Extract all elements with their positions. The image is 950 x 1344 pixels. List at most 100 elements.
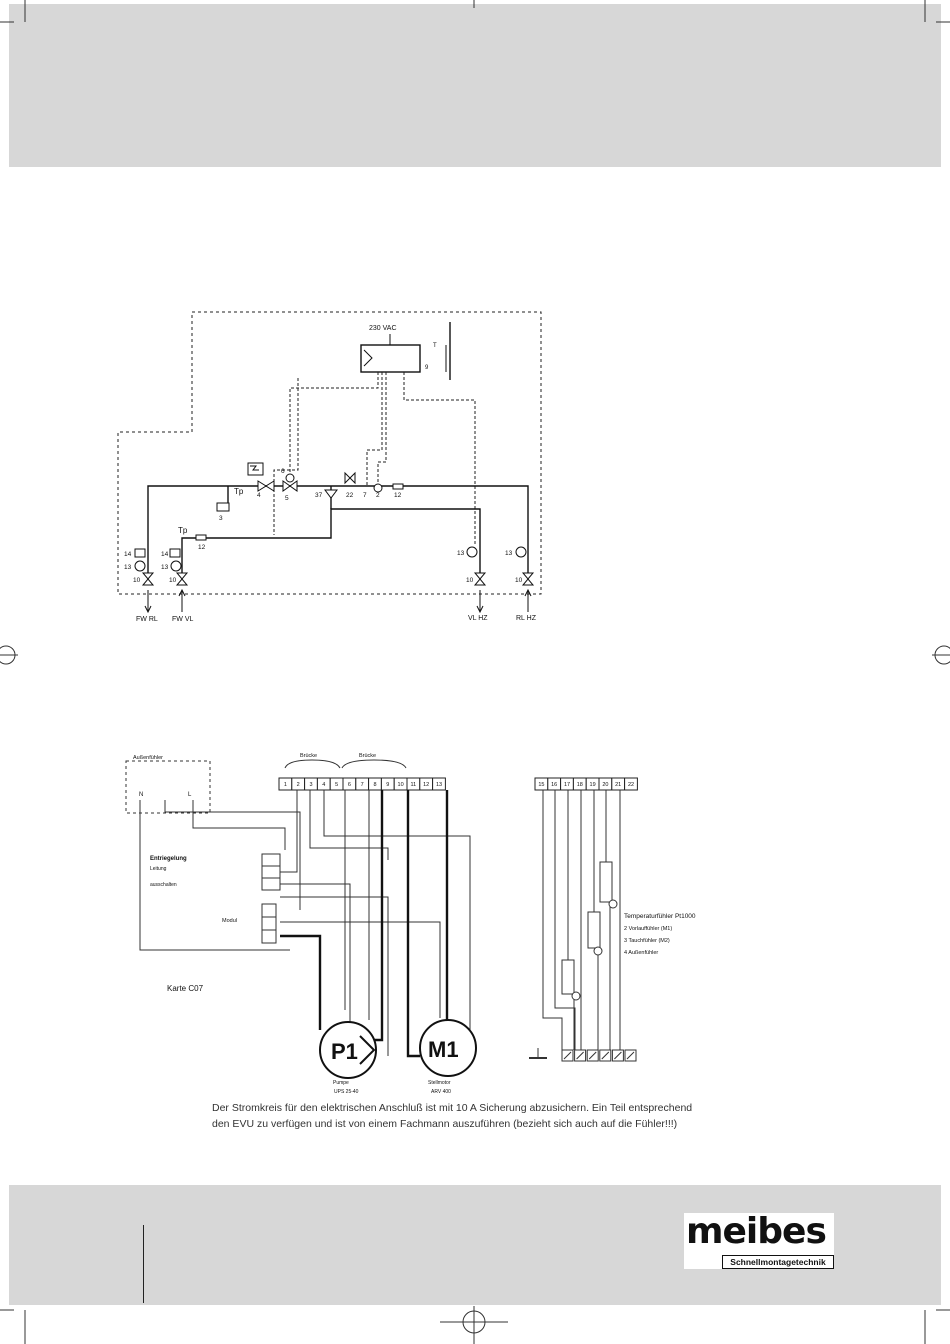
- port-labels: FW RL FW VL VL HZ RL HZ: [136, 615, 537, 623]
- terminal-number: 20: [602, 782, 608, 788]
- terminal-number: 10: [398, 782, 404, 788]
- tp-label-1: Tp: [234, 487, 244, 496]
- terminal-number: 7: [361, 782, 364, 788]
- network-l-label: L: [188, 792, 192, 798]
- outdoor-sensor-title: Außenfühler: [133, 755, 163, 761]
- bridge-label-1: Brücke: [300, 753, 317, 759]
- supply-voltage-label: 230 VAC: [369, 325, 397, 332]
- wiring-lines: [139, 790, 471, 1056]
- control-wires: [273, 372, 476, 545]
- terminal-number: 1: [284, 782, 287, 788]
- footer-divider: [143, 1225, 144, 1303]
- motor-model: ARV 400: [431, 1089, 451, 1095]
- sensor-wiring: [529, 790, 621, 1059]
- safety-note: Der Stromkreis für den elektrischen Ansc…: [212, 1100, 712, 1132]
- terminal-number: 5: [335, 782, 338, 788]
- port-vl-hz: VL HZ: [468, 615, 488, 622]
- terminal-number: 19: [590, 782, 596, 788]
- connect-blocks: [261, 853, 281, 944]
- label-2: 2: [376, 492, 380, 499]
- sensor-title: Temperaturfühler Pt1000: [624, 913, 696, 920]
- label-6: 6: [281, 468, 285, 475]
- pump-caption: Pumpe: [333, 1080, 349, 1086]
- hydraulic-diagram: 230 VAC 9 T: [117, 311, 542, 623]
- outdoor-sensor-box: [125, 760, 211, 814]
- screw-slot: [601, 1051, 610, 1060]
- logo-tagline: Schnellmontagetechnik: [722, 1255, 834, 1269]
- tp-label-2: Tp: [178, 526, 188, 535]
- port-fw-rl: FW RL: [136, 616, 158, 623]
- terminal-number: 15: [538, 782, 544, 788]
- label-3: 3: [219, 515, 223, 522]
- terminal-number: 16: [551, 782, 557, 788]
- terminal-number: 18: [577, 782, 583, 788]
- meibes-logo: meibes Schnellmontagetechnik: [684, 1211, 834, 1269]
- header-band: [9, 4, 941, 167]
- label-13b: 13: [161, 564, 169, 571]
- pipes: [147, 485, 529, 578]
- pump-label: P1: [331, 1039, 358, 1064]
- heavy-wires: [280, 790, 449, 1058]
- label-13c: 13: [457, 550, 465, 557]
- sensor-line-1: 2 Vorlauffühler (M1): [624, 926, 672, 932]
- label-12a: 12: [394, 492, 402, 499]
- label-5: 5: [285, 495, 289, 502]
- label-7: 7: [363, 492, 367, 499]
- component-numbers: 4 5 6 37 22 7 2 12 3 12 14 13 10 14 13 1…: [124, 468, 523, 584]
- label-12b: 12: [198, 544, 206, 551]
- port-fw-vl: FW VL: [172, 616, 193, 623]
- logo-wordmark: meibes: [686, 1211, 827, 1252]
- label-4: 4: [257, 492, 261, 499]
- controller-box: [360, 344, 421, 373]
- motor-label: M1: [428, 1037, 459, 1062]
- terminal-number: 6: [348, 782, 351, 788]
- label-10b: 10: [169, 577, 177, 584]
- label-10c: 10: [466, 577, 474, 584]
- card-label: Karte C07: [167, 984, 204, 993]
- label-14a: 14: [124, 551, 132, 558]
- sensor-line-3: 4 Außenfühler: [624, 950, 658, 956]
- terminal-number: 8: [373, 782, 376, 788]
- screw-slot: [626, 1051, 635, 1060]
- label-10d: 10: [515, 577, 523, 584]
- network-n-label: N: [139, 792, 143, 798]
- connect-title: Entriegelung: [150, 856, 187, 862]
- motor-caption: Stellmotor: [428, 1080, 451, 1086]
- connect-sub-1: Leitung: [150, 866, 167, 872]
- terminal-number: 3: [309, 782, 312, 788]
- screw-slot: [563, 1051, 572, 1060]
- label-9: 9: [425, 365, 429, 371]
- terminal-number: 21: [615, 782, 621, 788]
- motor-symbol: [419, 1019, 477, 1077]
- pump-model: UPS 25-40: [334, 1089, 359, 1095]
- screw-slot: [614, 1051, 622, 1060]
- label-13a: 13: [124, 564, 132, 571]
- connect-sub-2: ausschalten: [150, 882, 177, 888]
- module-label: Modul: [222, 918, 237, 924]
- pump-symbol: [319, 1021, 377, 1079]
- terminal-cell: [624, 777, 638, 791]
- terminal-number: 9: [386, 782, 389, 788]
- terminal-number: 13: [436, 782, 442, 788]
- note-line-1: Der Stromkreis für den elektrischen Ansc…: [212, 1102, 693, 1114]
- terminal-number: 4: [322, 782, 325, 788]
- bridge-label-2: Brücke: [359, 753, 376, 759]
- label-13d: 13: [505, 550, 513, 557]
- note-line-2: den EVU zu verfügen und ist von einem Fa…: [212, 1118, 678, 1130]
- label-22: 22: [346, 492, 354, 499]
- label-37: 37: [315, 492, 323, 499]
- screw-slot: [576, 1051, 584, 1060]
- terminal-number: 12: [423, 782, 429, 788]
- sensor-t-label: T: [433, 343, 437, 349]
- screw-terminals: [561, 1049, 637, 1062]
- terminal-number: 11: [411, 782, 417, 788]
- sensor-line-2: 3 Tauchfühler (M2): [624, 938, 670, 944]
- terminal-number: 22: [628, 782, 634, 788]
- port-rl-hz: RL HZ: [516, 615, 537, 622]
- label-14b: 14: [161, 551, 169, 558]
